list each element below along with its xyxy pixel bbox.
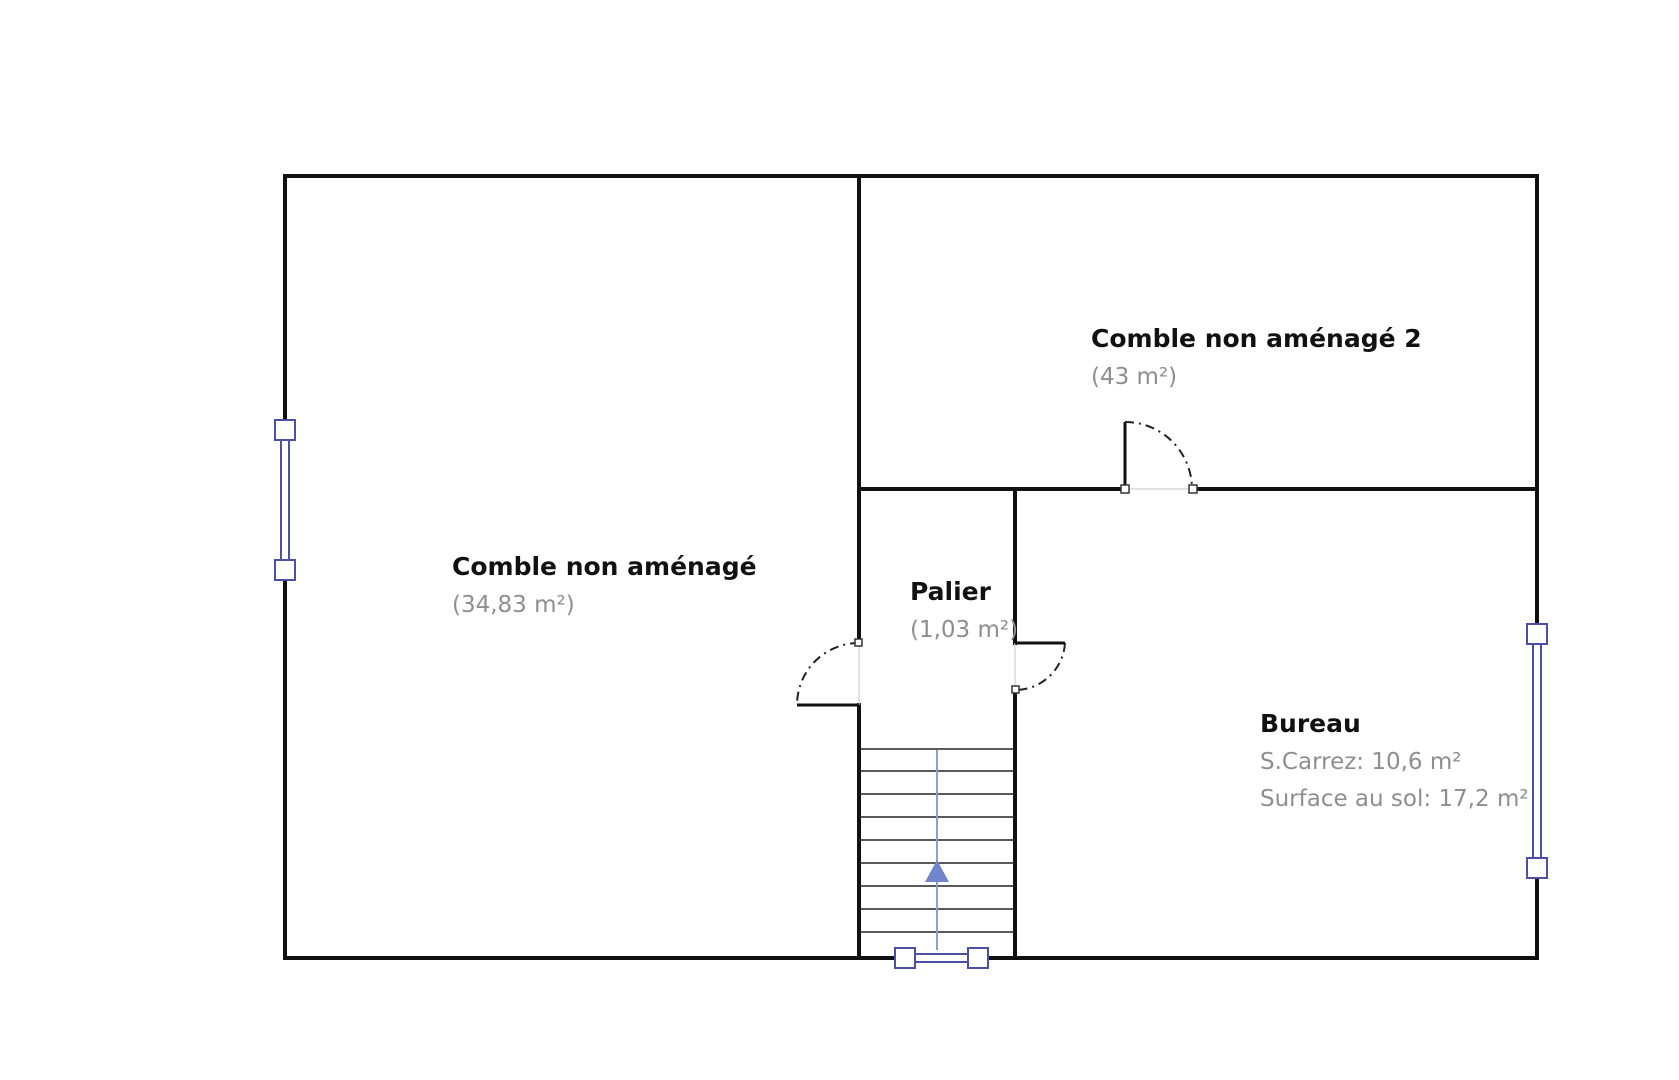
door-palier-bureau[interactable] <box>1011 641 1066 694</box>
staircase <box>859 748 1015 950</box>
door-swing-arc <box>1014 642 1066 692</box>
door-swing-arc <box>796 642 860 706</box>
window-frame <box>1532 633 1542 869</box>
window-handle[interactable] <box>274 559 296 581</box>
door-hinge <box>1011 685 1020 694</box>
door-hinge <box>1188 484 1198 494</box>
interior-walls <box>857 174 1539 960</box>
door-attic2-bureau[interactable] <box>1120 421 1198 494</box>
room-label-comble-2[interactable]: Comble non aménagé 2 (43 m²) <box>1091 324 1422 390</box>
window-handle[interactable] <box>1526 857 1548 879</box>
room-area: (34,83 m²) <box>452 592 575 618</box>
window-left[interactable] <box>274 419 296 581</box>
window-handle[interactable] <box>1526 623 1548 645</box>
door-hinge <box>1120 484 1130 494</box>
room-name: Comble non aménagé 2 <box>1091 324 1422 353</box>
window-handle[interactable] <box>274 419 296 441</box>
room-name: Comble non aménagé <box>452 552 757 581</box>
stair-direction-arrow-icon <box>925 860 949 882</box>
room-label-bureau[interactable]: Bureau S.Carrez: 10,6 m² Surface au sol:… <box>1260 709 1529 812</box>
room-name: Bureau <box>1260 709 1361 738</box>
room-carrez-area: S.Carrez: 10,6 m² <box>1260 749 1462 775</box>
door-hinge <box>854 638 863 647</box>
room-name: Palier <box>910 577 992 606</box>
window-right[interactable] <box>1526 623 1548 879</box>
window-bottom[interactable] <box>894 947 989 969</box>
room-area: (43 m²) <box>1091 364 1177 390</box>
room-floor-area: Surface au sol: 17,2 m² <box>1260 786 1529 812</box>
window-handle[interactable] <box>894 947 916 969</box>
door-swing-arc <box>1124 421 1193 490</box>
room-label-comble-1[interactable]: Comble non aménagé (34,83 m²) <box>452 552 757 618</box>
room-label-palier[interactable]: Palier (1,03 m²) <box>910 577 1018 643</box>
window-frame <box>280 429 290 571</box>
door-attic-palier[interactable] <box>796 638 863 707</box>
room-area: (1,03 m²) <box>910 617 1018 643</box>
window-handle[interactable] <box>967 947 989 969</box>
